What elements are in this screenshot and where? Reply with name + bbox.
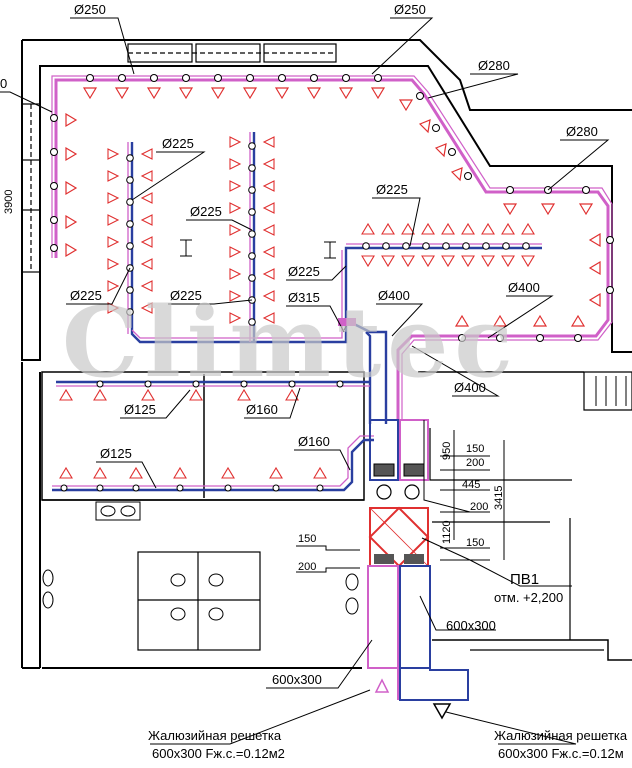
windows-left	[21, 103, 41, 273]
label-125-b: Ø125	[100, 446, 132, 461]
dim-200-b: 200	[470, 501, 488, 513]
label-280-a: Ø280	[478, 58, 510, 73]
dim-950: 950	[441, 442, 453, 460]
dim-200-a: 200	[466, 457, 484, 469]
label-315: Ø315	[288, 290, 320, 305]
windows-top	[127, 43, 337, 63]
unit-name: ПВ1	[510, 571, 539, 588]
dim-3900: 3900	[3, 190, 15, 214]
dim-200-c: 200	[298, 561, 316, 573]
grille-labels: Жалюзийная решетка 600x300 Fж.с.=0.12м2 …	[148, 728, 628, 761]
dim-150-b: 150	[466, 537, 484, 549]
label-250-top-right: Ø250	[394, 2, 426, 17]
unit-level: отм. +2,200	[494, 590, 563, 605]
label-400-b: Ø400	[508, 280, 540, 295]
dim-3415: 3415	[493, 486, 505, 510]
label-400-a: Ø400	[378, 288, 410, 303]
label-left-edge: 0	[0, 76, 7, 91]
dim-150-a: 150	[466, 443, 484, 455]
duct-size-right: 600x300	[446, 618, 496, 633]
label-160-b: Ø160	[298, 434, 330, 449]
label-225-d: Ø225	[288, 264, 320, 279]
dim-445: 445	[462, 479, 480, 491]
grille-left-spec: 600x300 Fж.с.=0.12м2	[152, 746, 285, 761]
supply-diffuser-triangles	[65, 87, 601, 327]
label-225-c: Ø225	[376, 182, 408, 197]
label-280-b: Ø280	[566, 124, 598, 139]
pv1-unit	[368, 506, 430, 568]
grille-right-title: Жалюзийная решетка	[494, 728, 628, 743]
watermark: Climtec	[62, 286, 519, 399]
exhaust-points	[60, 142, 530, 492]
dimension-labels: 3900 950 150 200 445 200 3415 1120 150 1…	[3, 190, 505, 573]
duct-size-left: 600x300	[272, 672, 322, 687]
sanitary-fixtures	[42, 501, 359, 621]
supply-duct-loop	[51, 75, 613, 420]
label-125-a: Ø125	[124, 402, 156, 417]
unit-labels: ПВ1 отм. +2,200 600x300 600x300	[272, 571, 563, 687]
label-225-a: Ø225	[162, 136, 194, 151]
label-225-b: Ø225	[190, 204, 222, 219]
grille-left-title: Жалюзийная решетка	[148, 728, 282, 743]
outlet-ducts	[367, 565, 469, 720]
duct-diameter-labels: Ø250 Ø250 Ø280 Ø280 0 Ø225 Ø225 Ø225 Ø22…	[0, 2, 598, 461]
label-160-a: Ø160	[246, 402, 278, 417]
main-risers	[338, 318, 429, 500]
grille-right-spec: 600x300 Fж.с.=0.12м	[498, 746, 624, 761]
supply-diffuser-points	[50, 74, 614, 342]
label-250-top-left: Ø250	[74, 2, 106, 17]
dim-150-c: 150	[298, 533, 316, 545]
label-225-e: Ø225	[70, 288, 102, 303]
label-400-c: Ø400	[454, 380, 486, 395]
exhaust-diffuser-triangles	[59, 136, 535, 479]
leader-lines	[0, 17, 610, 745]
label-225-f: Ø225	[170, 288, 202, 303]
dim-1120: 1120	[441, 520, 453, 544]
